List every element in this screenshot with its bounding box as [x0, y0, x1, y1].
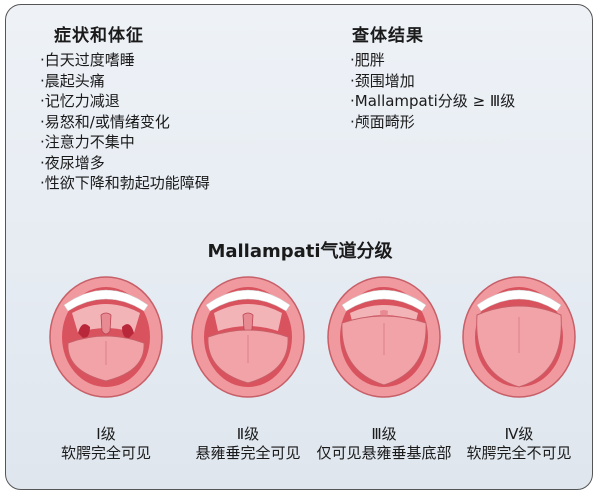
grade-2-number: Ⅱ级 [236, 425, 260, 443]
grade-1-label: Ⅰ级 软腭完全可见 [31, 425, 181, 463]
mouth-grade-1-illustration [49, 276, 163, 398]
grade-1-figure: Ⅰ级 软腭完全可见 [46, 275, 166, 462]
grade-4-label: Ⅳ级 软腭完全不可见 [444, 425, 594, 463]
symptom-item: ·注意力不集中 [40, 133, 135, 151]
exam-item: ·颅面畸形 [350, 112, 415, 131]
exam-item: ·肥胖 [350, 51, 385, 69]
symptoms-heading: 症状和体征 [54, 26, 144, 46]
exam-section: 查体结果 ·肥胖 ·颈围增加 ·Mallampati分级 ≥ Ⅲ级 ·颅面畸形 [350, 21, 515, 132]
grade-2-label: Ⅱ级 悬雍垂完全可见 [173, 425, 323, 463]
symptom-item: ·晨起头痛 [40, 71, 105, 90]
symptom-item: ·夜尿增多 [40, 153, 105, 172]
symptoms-list: ·白天过度嗜睡 ·晨起头痛 ·记忆力减退 ·易怒和/或情绪变化 ·注意力不集中 … [40, 50, 210, 194]
mouth-grade-2-illustration [191, 276, 305, 398]
symptom-item: ·记忆力减退 [40, 92, 120, 110]
grade-3-label: Ⅲ级 仅可见悬雍垂基底部 [309, 425, 459, 463]
exam-list: ·肥胖 ·颈围增加 ·Mallampati分级 ≥ Ⅲ级 ·颅面畸形 [350, 50, 515, 132]
exam-item: ·颈围增加 [350, 71, 415, 90]
grade-4-description: 软腭完全不可见 [466, 444, 572, 462]
symptoms-section: 症状和体征 ·白天过度嗜睡 ·晨起头痛 ·记忆力减退 ·易怒和/或情绪变化 ·注… [40, 21, 210, 194]
grade-3-number: Ⅲ级 [371, 425, 397, 443]
grade-3-figure: Ⅲ级 仅可见悬雍垂基底部 [316, 275, 452, 462]
grade-2-description: 悬雍垂完全可见 [195, 444, 301, 462]
exam-item: ·Mallampati分级 ≥ Ⅲ级 [350, 92, 516, 110]
grade-4-number: Ⅳ级 [504, 425, 534, 443]
grade-4-figure: Ⅳ级 软腭完全不可见 [459, 275, 579, 462]
mallampati-title: Mallampati气道分级 [207, 241, 393, 262]
grade-3-description: 仅可见悬雍垂基底部 [316, 444, 452, 462]
symptom-item: ·白天过度嗜睡 [40, 51, 135, 69]
grade-1-number: Ⅰ级 [96, 425, 116, 443]
info-panel: 症状和体征 ·白天过度嗜睡 ·晨起头痛 ·记忆力减退 ·易怒和/或情绪变化 ·注… [5, 4, 593, 490]
grade-2-figure: Ⅱ级 悬雍垂完全可见 [188, 275, 308, 462]
symptom-item: ·性欲下降和勃起功能障碍 [40, 174, 210, 192]
mouth-grade-4-illustration [462, 276, 576, 398]
exam-heading: 查体结果 [352, 26, 424, 46]
grade-1-description: 软腭完全可见 [60, 444, 151, 462]
symptom-item: ·易怒和/或情绪变化 [40, 112, 170, 131]
mouth-grade-3-illustration [327, 276, 441, 398]
